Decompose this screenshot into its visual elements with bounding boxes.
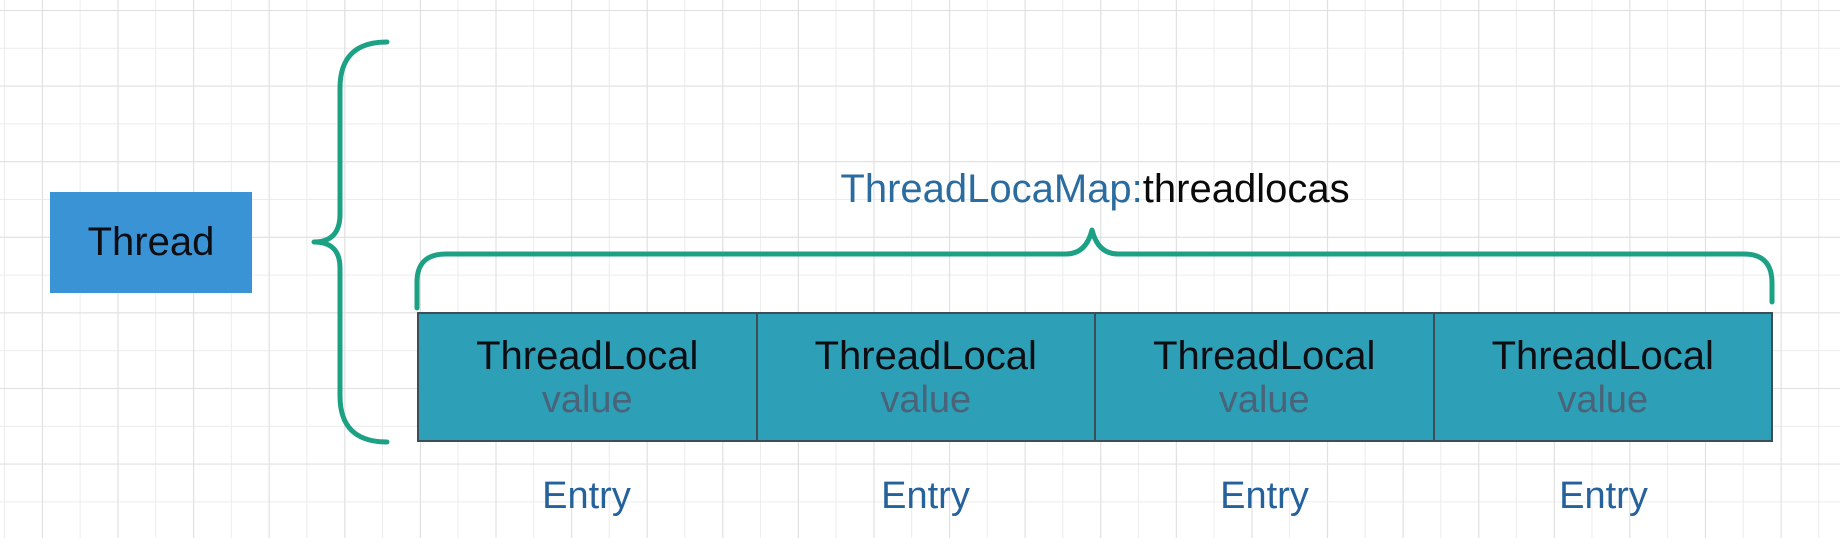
entry-label: Entry <box>1559 475 1648 517</box>
entry-label-row: Entry Entry Entry Entry <box>417 473 1773 519</box>
map-slot: ThreadLocal value <box>1435 314 1772 440</box>
map-slot: ThreadLocal value <box>419 314 758 440</box>
slot-value-label: value <box>1218 379 1310 421</box>
entry-label: Entry <box>542 475 631 517</box>
thread-left-brace <box>311 39 390 445</box>
slot-value-label: value <box>1557 379 1649 421</box>
threadlocalmap-table: ThreadLocal value ThreadLocal value Thre… <box>417 312 1773 442</box>
thread-node-label: Thread <box>87 220 215 264</box>
slot-key-label: ThreadLocal <box>1491 334 1714 378</box>
slot-key-label: ThreadLocal <box>1153 334 1376 378</box>
map-slot: ThreadLocal value <box>758 314 1096 440</box>
map-horizontal-brace <box>414 227 1775 311</box>
thread-node: Thread <box>50 192 252 293</box>
map-title: ThreadLocaMap:threadlocas <box>417 166 1773 212</box>
map-slot: ThreadLocal value <box>1096 314 1435 440</box>
entry-label: Entry <box>881 475 970 517</box>
slot-value-label: value <box>541 379 633 421</box>
slot-value-label: value <box>880 379 972 421</box>
slot-key-label: ThreadLocal <box>476 334 699 378</box>
map-title-fieldname: threadlocas <box>1142 167 1350 211</box>
entry-label: Entry <box>1220 475 1309 517</box>
map-title-classname: ThreadLocaMap: <box>840 167 1143 211</box>
slot-key-label: ThreadLocal <box>814 334 1037 378</box>
